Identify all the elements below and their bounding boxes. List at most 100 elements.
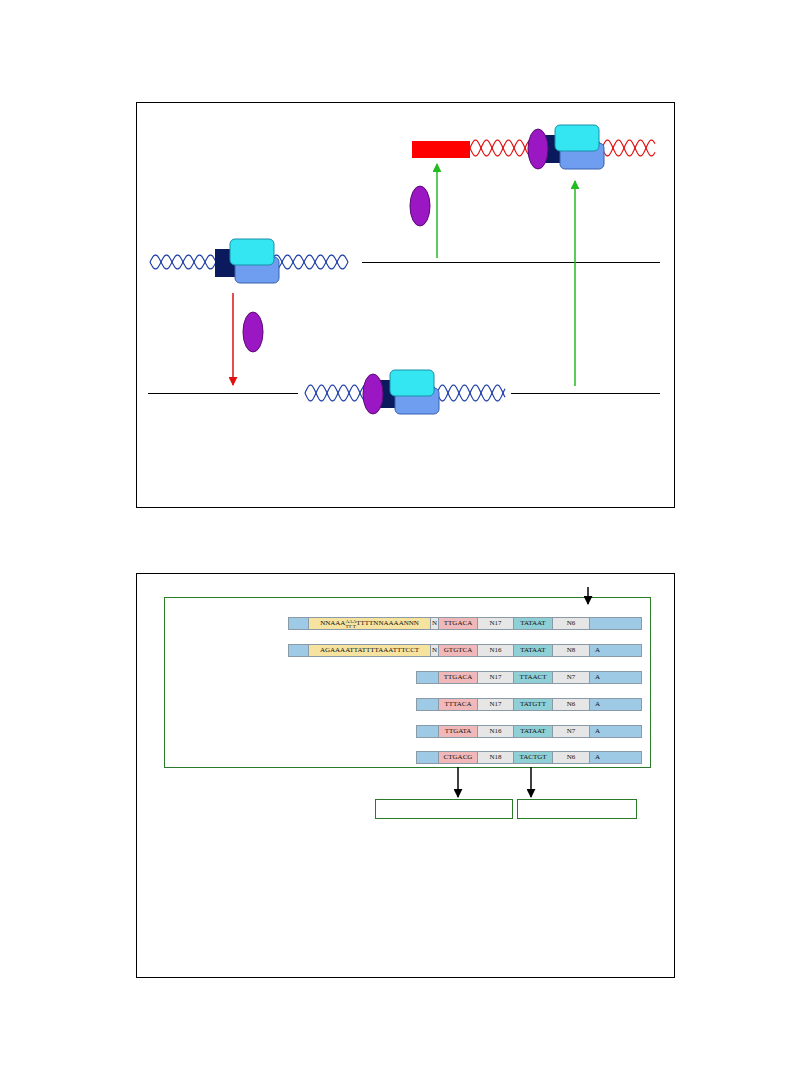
minus35-box: TTGACA: [438, 671, 478, 684]
sequence-text: N7: [567, 728, 576, 735]
sequence-text: N17: [489, 674, 501, 681]
minus35-box: GTGTCA: [438, 644, 478, 657]
sequence-text: N16: [489, 647, 501, 654]
spacer-box: N17: [477, 698, 514, 711]
sequence-text: AA: [345, 619, 352, 624]
sequence-text: N8: [567, 647, 576, 654]
sequence-text: A: [595, 701, 600, 708]
start-site: A: [589, 751, 642, 764]
sequence-text: NNAAA: [320, 620, 345, 627]
sigma-factor: [243, 312, 263, 352]
empty-box: [376, 800, 513, 819]
sigma-factor: [528, 129, 548, 169]
spacer-box: N18: [477, 751, 514, 764]
arrow: [436, 164, 438, 258]
sequence-text: T: [353, 624, 357, 629]
spacer-box: N16: [477, 725, 514, 738]
sequence-text: A: [595, 728, 600, 735]
sequence-text: TATAAT: [520, 728, 545, 735]
sequence-text: TATAAT: [520, 647, 545, 654]
slide-frame: [137, 574, 675, 978]
minus35-box: CTGACG: [438, 751, 478, 764]
energy-level: [148, 393, 298, 394]
minus10-box: TATGTT: [513, 698, 553, 711]
spacer-box: N6: [552, 751, 590, 764]
sequence-text: TTTTNNAAAANNN: [356, 620, 419, 627]
minus35-box: TTGATA: [438, 725, 478, 738]
rnap-subunit: [555, 125, 599, 151]
sigma-factor: [363, 374, 383, 414]
sequence-text: A: [595, 647, 600, 654]
sequence-text: A: [353, 619, 357, 624]
spacer-box: N17: [477, 617, 514, 630]
sequence-text: TTAACT: [519, 674, 546, 681]
degenerate-stack: AATT: [345, 619, 352, 629]
spacer-box: N7: [552, 725, 590, 738]
minus10-box: TATAAT: [513, 725, 553, 738]
sequence-text: GTGTCA: [444, 647, 472, 654]
start-site: A: [589, 725, 642, 738]
promoter-bar: [417, 672, 642, 684]
spacer-box: N8: [552, 644, 590, 657]
start-site: A: [589, 644, 642, 657]
sequence-text: N18: [489, 754, 501, 761]
sequence-text: N17: [489, 701, 501, 708]
sequence-text: TT: [345, 624, 352, 629]
start-site: A: [589, 698, 642, 711]
rnap-subunit: [390, 370, 434, 396]
start-site: A: [589, 671, 642, 684]
panel: [165, 598, 651, 768]
minus10-box: TTAACT: [513, 671, 553, 684]
arrow: [232, 293, 234, 385]
sigma-factor: [410, 186, 430, 226]
rna-product: [412, 141, 470, 158]
sequence-text: TACTGT: [519, 754, 546, 761]
energy-level: [362, 262, 660, 263]
sequence-text: N17: [489, 620, 501, 627]
degenerate-stack: AT: [353, 619, 357, 629]
minus35-box: TTTACA: [438, 698, 478, 711]
spacer-box: N16: [477, 644, 514, 657]
sequence-text: N6: [567, 754, 576, 761]
sequence-text: TTGATA: [445, 728, 472, 735]
sequence-text: TTGACA: [444, 620, 472, 627]
sequence-text: N: [432, 620, 437, 627]
spacer-box: N17: [477, 671, 514, 684]
energy-level: [511, 393, 660, 394]
promoter-bar: [417, 726, 642, 738]
up-element: AGAAAATTATTTTAAATTTCCT: [308, 644, 431, 657]
minus10-box: TATAAT: [513, 617, 553, 630]
sequence-text: TTTACA: [444, 701, 471, 708]
arrow: [530, 767, 532, 797]
sequence-text: A: [595, 674, 600, 681]
sequence-text: A: [595, 754, 600, 761]
minus10-box: TACTGT: [513, 751, 553, 764]
empty-box: [518, 800, 637, 819]
sequence-text: TATGTT: [520, 701, 546, 708]
sequence-text: N16: [489, 728, 501, 735]
rnap-subunit: [230, 239, 274, 265]
up-element: NNAAAAATTATTTTTNNAAAANNN: [308, 617, 431, 630]
minus35-box: TTGACA: [438, 617, 478, 630]
sequence-text: TTGACA: [444, 674, 472, 681]
spacer-box: N6: [552, 698, 590, 711]
sequence-text: TATAAT: [520, 620, 545, 627]
sequence-text: N6: [567, 620, 576, 627]
promoter-bar: [417, 699, 642, 711]
spacer-box: N7: [552, 671, 590, 684]
arrow: [587, 587, 589, 604]
promoter-bar: [289, 618, 642, 630]
spacer-box: N6: [552, 617, 590, 630]
minus10-box: TATAAT: [513, 644, 553, 657]
arrow: [457, 767, 459, 797]
sequence-text: N6: [567, 701, 576, 708]
promoter-bar: [289, 645, 642, 657]
sequence-text: N: [432, 647, 437, 654]
sequence-text: AGAAAATTATTTTAAATTTCCT: [320, 647, 419, 654]
sequence-text: CTGACG: [444, 754, 473, 761]
sequence-text: N7: [567, 674, 576, 681]
arrow: [574, 181, 576, 386]
promoter-bar: [417, 752, 642, 764]
slide-frame: [137, 103, 675, 508]
